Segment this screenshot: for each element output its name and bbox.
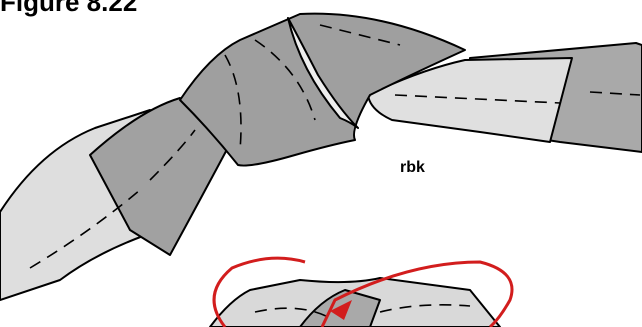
author-label: rbk (400, 159, 425, 177)
